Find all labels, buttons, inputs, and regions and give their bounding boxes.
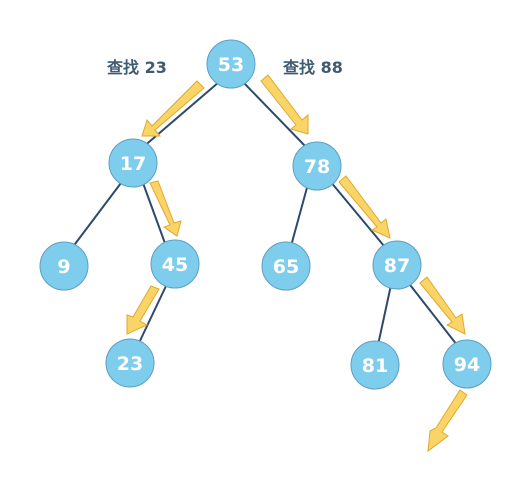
edge-45-23	[137, 285, 167, 346]
edge-53-17	[141, 81, 220, 149]
node-17-circle	[108, 138, 158, 188]
edge-17-9	[71, 182, 122, 249]
arrow-53-to-78	[260, 74, 309, 135]
edge-87-94	[406, 280, 458, 346]
node-45-label: 45	[162, 254, 188, 276]
node-81-circle	[350, 340, 400, 390]
node-94-circle	[442, 339, 492, 389]
node-53-label: 53	[218, 54, 244, 76]
arrow-17-to-45	[149, 180, 182, 237]
node-17-label: 17	[120, 153, 146, 175]
caption-search-23: 查找 23	[107, 58, 167, 77]
node-9-circle	[39, 241, 89, 291]
node-labels: 53 17 78 9 45 65 87 23 81 94	[57, 54, 480, 377]
arrow-53-to-17	[141, 80, 205, 137]
node-45-circle	[150, 239, 200, 289]
arrow-45-to-23	[126, 285, 160, 335]
node-87-label: 87	[384, 255, 410, 277]
arrow-87-to-94	[419, 276, 466, 335]
node-23-circle	[105, 338, 155, 388]
node-65-label: 65	[273, 256, 299, 278]
edge-53-78	[242, 81, 308, 149]
tree-edges	[71, 81, 458, 346]
node-53-circle	[206, 39, 256, 89]
node-87-circle	[372, 240, 422, 290]
edge-78-87	[329, 180, 385, 247]
edge-87-81	[377, 284, 392, 346]
edge-78-65	[290, 183, 309, 247]
arrow-78-to-87	[338, 175, 391, 239]
node-78-circle	[292, 141, 342, 191]
node-65-circle	[261, 241, 311, 291]
search-arrows	[126, 74, 468, 453]
arrow-94-continue	[427, 389, 468, 453]
node-94-label: 94	[454, 354, 480, 376]
node-9-label: 9	[57, 256, 70, 278]
node-23-label: 23	[117, 353, 143, 375]
node-81-label: 81	[362, 355, 388, 377]
tree-nodes	[39, 39, 492, 390]
edge-17-45	[142, 182, 167, 247]
caption-search-88: 查找 88	[283, 58, 343, 77]
node-78-label: 78	[304, 156, 330, 178]
